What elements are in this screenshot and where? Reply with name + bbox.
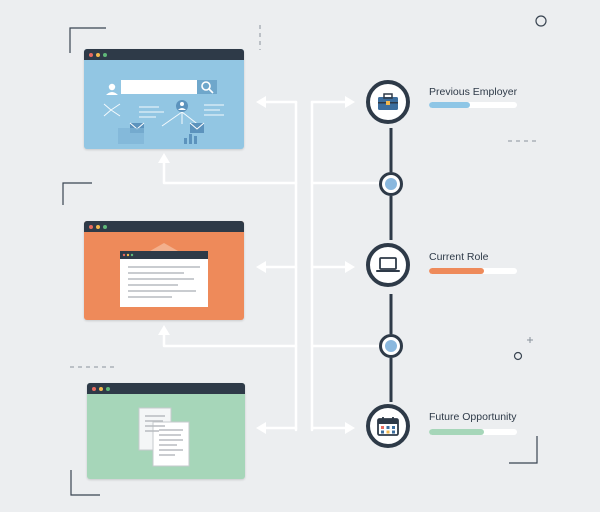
previous-employer-node bbox=[366, 80, 410, 124]
stage-label-future-opportunity: Future Opportunity bbox=[429, 411, 517, 423]
search-network-window bbox=[84, 49, 244, 149]
arrowhead-left-bottom bbox=[256, 422, 266, 434]
arrowhead-right-top bbox=[345, 96, 355, 108]
bar-chart-icon bbox=[184, 134, 197, 144]
corner-bracket-bottom-left bbox=[70, 470, 100, 496]
stage-label-current-role: Current Role bbox=[429, 251, 489, 263]
arrowhead-up-middle bbox=[158, 325, 170, 335]
search-input-bar bbox=[121, 80, 197, 94]
files-window bbox=[87, 383, 245, 479]
current-role-node bbox=[366, 243, 410, 287]
window-titlebar bbox=[84, 221, 244, 232]
image-card bbox=[118, 128, 144, 144]
network-illustration bbox=[103, 80, 224, 144]
arrowhead-right-middle bbox=[345, 261, 355, 273]
envelope-icon-2 bbox=[190, 123, 204, 133]
progress-track-future-opportunity bbox=[429, 429, 517, 435]
corner-bracket-middle-left bbox=[62, 182, 92, 205]
search-icon bbox=[201, 81, 214, 94]
document-tab bbox=[150, 243, 178, 251]
corner-bracket-bottom-right bbox=[509, 436, 538, 464]
connector-dot-1 bbox=[379, 172, 403, 196]
progress-fill bbox=[429, 102, 471, 108]
decor-circle-top-right bbox=[535, 15, 547, 27]
progress-fill bbox=[429, 268, 485, 274]
user-icon-body bbox=[106, 92, 118, 95]
progress-track-current-role bbox=[429, 268, 517, 274]
loop-line-top bbox=[162, 158, 298, 185]
loop-line-middle bbox=[162, 330, 298, 348]
connector-dot-2 bbox=[379, 334, 403, 358]
arrowhead-up-top bbox=[158, 153, 170, 163]
text-lines-right bbox=[204, 104, 224, 116]
future-opportunity-node bbox=[366, 404, 410, 448]
decor-circle-small bbox=[513, 351, 523, 361]
window-titlebar bbox=[84, 49, 244, 60]
progress-fill bbox=[429, 429, 484, 435]
window-titlebar bbox=[87, 383, 245, 394]
arrowhead-left-top bbox=[256, 96, 266, 108]
laptop-icon bbox=[376, 257, 400, 272]
document-window bbox=[84, 221, 244, 320]
share-network-icon bbox=[103, 103, 121, 117]
briefcase-icon bbox=[378, 93, 398, 110]
arrowhead-left-middle bbox=[256, 261, 266, 273]
file-sheet-front bbox=[152, 421, 190, 467]
calendar-icon bbox=[377, 417, 399, 436]
stage-label-previous-employer: Previous Employer bbox=[429, 86, 518, 98]
progress-track-previous-employer bbox=[429, 102, 517, 108]
text-lines-left bbox=[139, 106, 164, 118]
corner-bracket-top-left bbox=[69, 27, 106, 53]
decor-plus-mark bbox=[527, 337, 533, 343]
arrowhead-right-bottom bbox=[345, 422, 355, 434]
user-icon bbox=[108, 83, 116, 91]
files-illustration bbox=[138, 407, 190, 467]
document-illustration bbox=[120, 243, 208, 307]
